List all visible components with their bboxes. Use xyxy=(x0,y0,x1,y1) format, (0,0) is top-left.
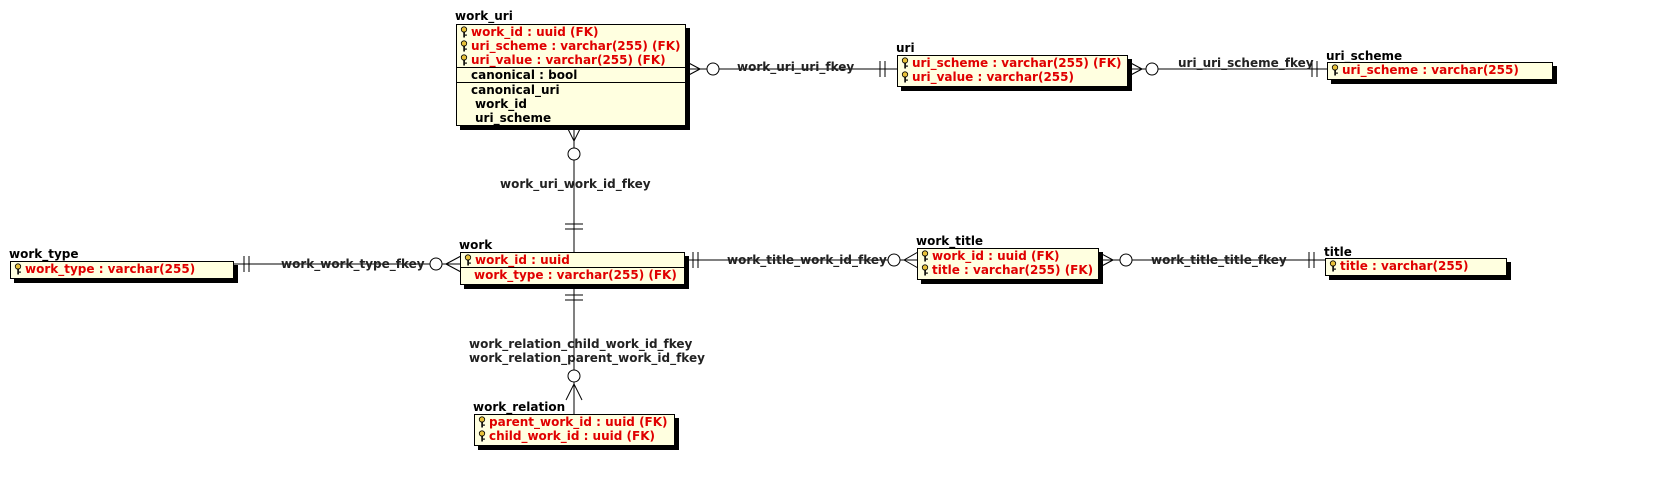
entity-name: uri xyxy=(896,41,915,55)
edge-work-work-type xyxy=(233,255,462,273)
key-icon xyxy=(901,57,909,69)
label-work-uri-uri-fkey: work_uri_uri_fkey xyxy=(737,60,855,74)
entity-box: work_id : uuid (FK) title : varchar(255)… xyxy=(917,248,1099,280)
entity-name: work xyxy=(459,238,493,252)
pk-row: title : varchar(255) (FK) xyxy=(918,263,1098,277)
key-icon xyxy=(460,40,468,52)
key-icon xyxy=(460,54,468,66)
key-icon xyxy=(14,263,22,275)
entity-box: uri_scheme : varchar(255) xyxy=(1327,62,1553,80)
edge-work-uri-uri xyxy=(684,60,897,78)
key-icon xyxy=(460,26,468,38)
edge-work-uri-work xyxy=(565,124,583,253)
pk-row: uri_value : varchar(255) xyxy=(898,70,1127,84)
pk-row: work_id : uuid xyxy=(461,253,684,267)
key-icon xyxy=(464,254,472,266)
pk-row: uri_value : varchar(255) (FK) xyxy=(457,53,685,67)
pk-row: title : varchar(255) xyxy=(1326,259,1506,273)
edge-work-relation xyxy=(565,284,583,416)
entity-box: title : varchar(255) xyxy=(1325,258,1507,276)
label-work-title-title-fkey: work_title_title_fkey xyxy=(1151,253,1287,267)
edge-work-title-title xyxy=(1097,251,1325,269)
pk-row: work_id : uuid (FK) xyxy=(918,249,1098,263)
key-icon xyxy=(1331,64,1339,76)
edge-uri-uri-scheme xyxy=(1126,60,1328,78)
label-work-relation-child-fkey: work_relation_child_work_id_fkey xyxy=(469,337,693,351)
edge-work-title-work xyxy=(684,251,919,269)
entity-name: work_title xyxy=(916,234,984,248)
label-work-uri-work-id-fkey: work_uri_work_id_fkey xyxy=(500,177,651,191)
key-icon xyxy=(478,416,486,428)
index-col-row: uri_scheme xyxy=(475,111,552,125)
entity-name: uri_scheme xyxy=(1326,49,1403,63)
pk-row: parent_work_id : uuid (FK) xyxy=(475,415,674,429)
entity-box: uri_scheme : varchar(255) (FK) uri_value… xyxy=(897,55,1128,87)
key-icon xyxy=(921,264,929,276)
entity-name: work_relation xyxy=(473,400,566,414)
key-icon xyxy=(901,71,909,83)
key-icon xyxy=(478,430,486,442)
key-icon xyxy=(921,250,929,262)
entity-box: parent_work_id : uuid (FK) child_work_id… xyxy=(474,414,675,446)
index-col-row: work_id xyxy=(475,97,527,111)
label-uri-uri-scheme-fkey: uri_uri_scheme_fkey xyxy=(1178,56,1314,70)
entity-name: work_uri xyxy=(455,9,513,23)
pk-row: work_type : varchar(255) xyxy=(11,262,233,276)
label-work-title-work-id-fkey: work_title_work_id_fkey xyxy=(727,253,887,267)
pk-row: uri_scheme : varchar(255) (FK) xyxy=(457,39,685,53)
pk-row: work_id : uuid (FK) xyxy=(457,25,685,39)
index-name-row: canonical_uri xyxy=(457,82,685,97)
entity-box: work_id : uuid (FK) uri_scheme : varchar… xyxy=(456,24,686,126)
pk-row: uri_scheme : varchar(255) xyxy=(1328,63,1552,77)
attr-row: work_type : varchar(255) (FK) xyxy=(461,267,684,282)
entity-name: title xyxy=(1324,245,1352,259)
pk-row: uri_scheme : varchar(255) (FK) xyxy=(898,56,1127,70)
pk-row: child_work_id : uuid (FK) xyxy=(475,429,674,443)
attr-row: canonical : bool xyxy=(457,67,685,82)
label-work-work-type-fkey: work_work_type_fkey xyxy=(281,257,425,271)
entity-box: work_id : uuid work_type : varchar(255) … xyxy=(460,252,685,285)
entity-box: work_type : varchar(255) xyxy=(10,261,234,279)
label-work-relation-parent-fkey: work_relation_parent_work_id_fkey xyxy=(469,351,705,365)
entity-name: work_type xyxy=(9,247,79,261)
key-icon xyxy=(1329,260,1337,272)
